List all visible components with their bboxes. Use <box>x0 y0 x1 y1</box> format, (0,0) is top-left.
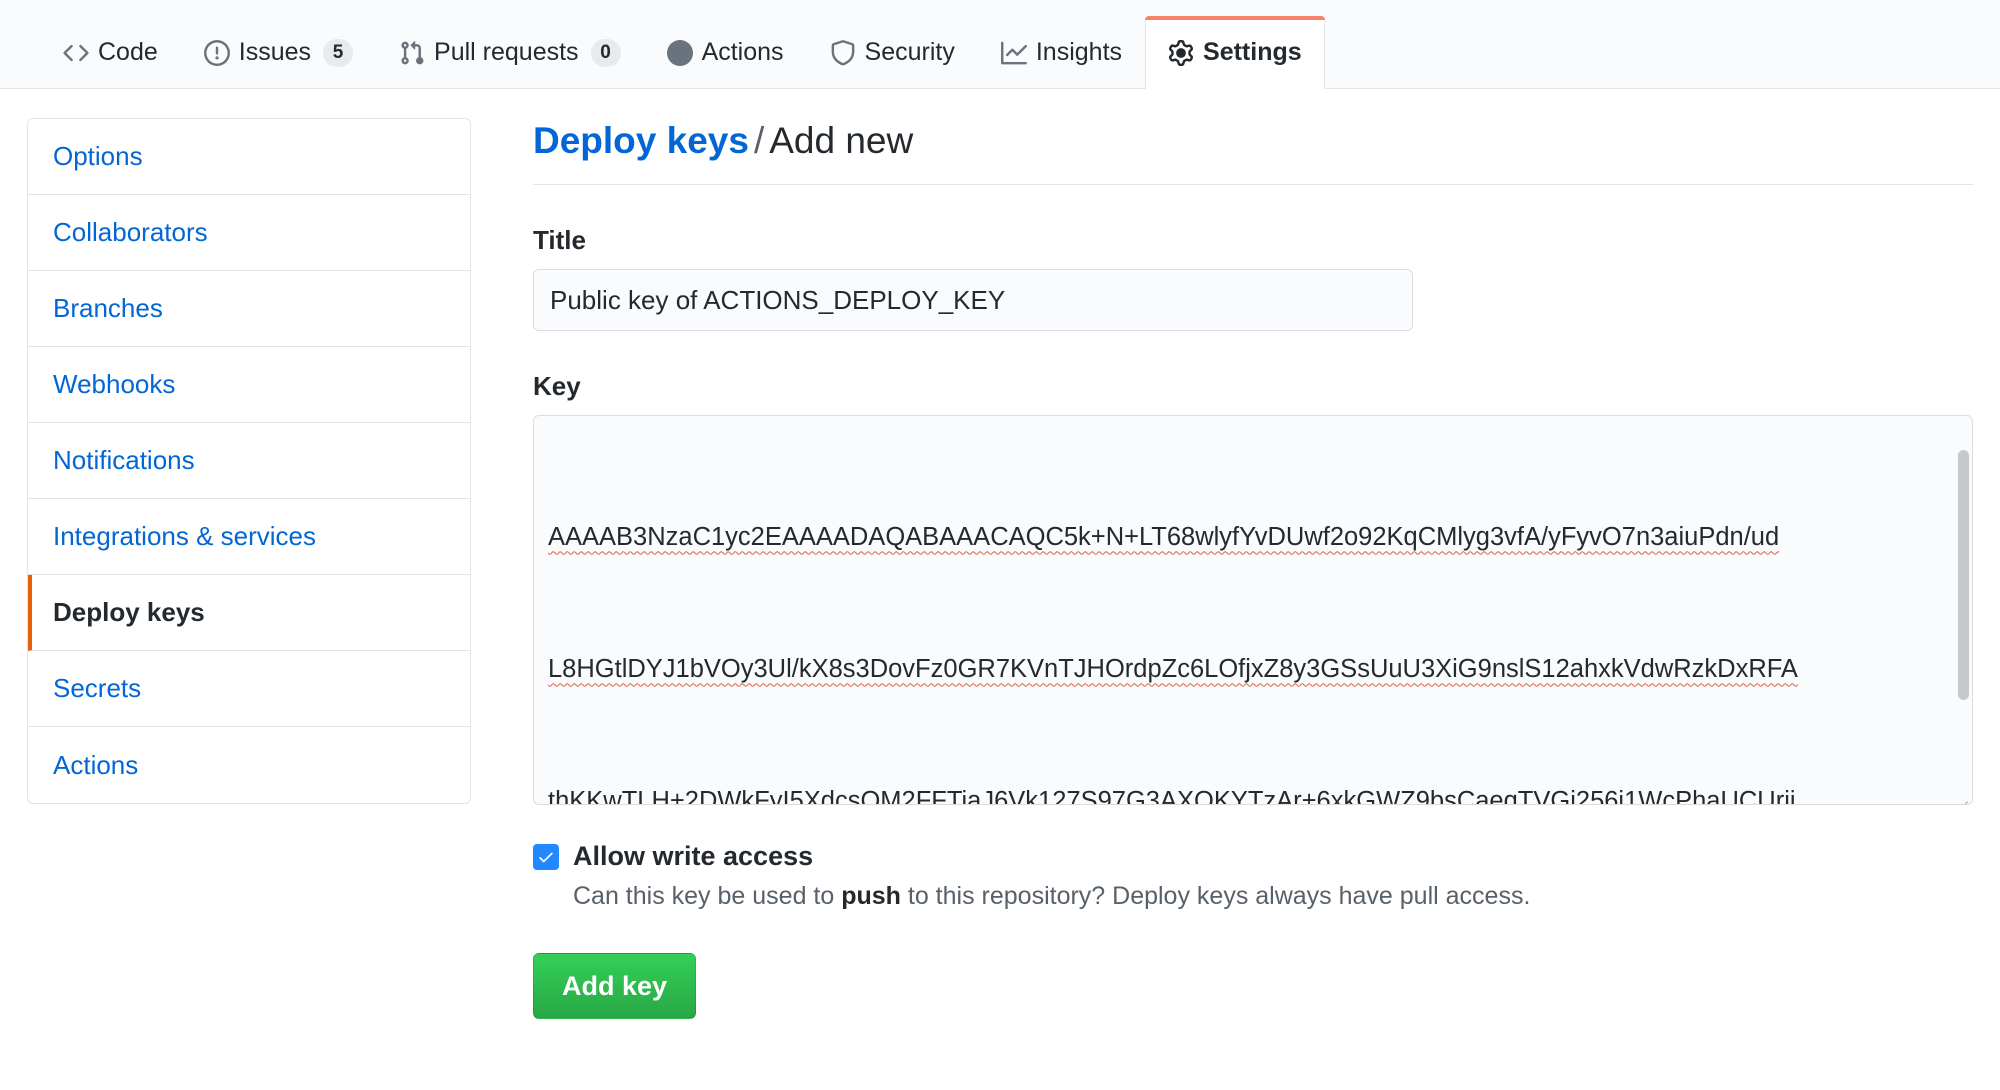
sidebar-item-collaborators[interactable]: Collaborators <box>28 195 470 271</box>
key-textarea[interactable]: AAAAB3NzaC1yc2EAAAADAQABAAACAQC5k+N+LT68… <box>533 415 1973 806</box>
tab-label: Issues <box>238 38 312 66</box>
tab-security[interactable]: Security <box>807 16 978 88</box>
graph-icon <box>1000 40 1027 66</box>
tab-insights[interactable]: Insights <box>978 16 1145 88</box>
tab-settings[interactable]: Settings <box>1145 16 1325 89</box>
tab-pull-requests[interactable]: Pull requests 0 <box>376 16 644 88</box>
sidebar-item-webhooks[interactable]: Webhooks <box>28 347 470 423</box>
tab-label: Settings <box>1203 38 1302 66</box>
allow-write-access-label: Allow write access <box>573 841 814 872</box>
tab-label: Code <box>98 38 158 66</box>
title-input[interactable] <box>533 269 1413 332</box>
sidebar-item-label: Branches <box>53 293 163 323</box>
pull-requests-count-badge: 0 <box>590 38 621 67</box>
tab-label: Pull requests <box>434 38 579 66</box>
repository-tab-list: Code Issues 5 Pull requests 0 Actions <box>40 0 1325 89</box>
tab-label: Security <box>864 38 955 66</box>
sidebar-item-label: Notifications <box>53 445 195 475</box>
sidebar-item-label: Actions <box>53 749 139 780</box>
sidebar-item-label: Secrets <box>53 673 142 703</box>
sidebar-item-integrations-services[interactable]: Integrations & services <box>28 499 470 575</box>
key-textarea-scrollbar[interactable] <box>1956 418 1970 802</box>
sidebar-item-deploy-keys[interactable]: Deploy keys <box>28 575 470 651</box>
play-icon <box>666 39 693 66</box>
sidebar-item-secrets[interactable]: Secrets <box>28 651 470 727</box>
allow-write-access-help: Can this key be used to push to this rep… <box>573 882 1973 911</box>
git-pull-request-icon <box>399 40 425 66</box>
textarea-resize-handle[interactable] <box>1950 782 1970 805</box>
sidebar-item-label: Webhooks <box>53 369 176 399</box>
sidebar-item-label: Deploy keys <box>53 597 205 627</box>
key-textarea-content: AAAAB3NzaC1yc2EAAAADAQABAAACAQC5k+N+LT68… <box>548 427 1928 806</box>
settings-sidebar: Options Collaborators Branches Webhooks … <box>27 118 471 804</box>
help-bold-push: push <box>841 882 901 911</box>
tab-code[interactable]: Code <box>40 16 181 88</box>
add-key-button[interactable]: Add key <box>533 953 697 1020</box>
issues-count-badge: 5 <box>323 38 354 67</box>
shield-icon <box>830 39 856 66</box>
code-icon <box>63 40 89 66</box>
sidebar-item-label: Integrations & services <box>53 521 317 551</box>
help-prefix: Can this key be used to <box>573 882 842 911</box>
repository-nav-bar: Code Issues 5 Pull requests 0 Actions <box>0 0 2000 89</box>
tab-label: Insights <box>1035 38 1123 66</box>
help-suffix: to this repository? Deploy keys always h… <box>900 882 1531 911</box>
sidebar-item-branches[interactable]: Branches <box>28 271 470 347</box>
tab-label: Actions <box>701 38 784 66</box>
main-content: Deploy keys/Add new Title Key AAAAB3NzaC… <box>533 118 1973 1020</box>
tab-actions[interactable]: Actions <box>644 16 807 88</box>
gear-icon <box>1168 39 1194 66</box>
tab-issues[interactable]: Issues 5 <box>181 16 376 88</box>
allow-write-access-checkbox[interactable] <box>533 843 559 870</box>
sidebar-item-actions[interactable]: Actions <box>28 727 470 803</box>
breadcrumb-link-deploy-keys[interactable]: Deploy keys <box>533 120 749 161</box>
key-field-label: Key <box>533 371 581 402</box>
title-field-label: Title <box>533 225 586 256</box>
breadcrumb-separator: / <box>753 120 765 161</box>
key-line: L8HGtlDYJ1bVOy3Ul/kX8s3DovFz0GR7KVnTJHOr… <box>548 655 1798 684</box>
key-line: thKKwTLH+2DWkFyI5XdcsQM2FFTiaJ6Vk127S97G… <box>548 787 1796 806</box>
scrollbar-thumb[interactable] <box>1958 450 1969 701</box>
sidebar-item-label: Options <box>53 141 143 171</box>
sidebar-item-label: Collaborators <box>53 217 208 247</box>
breadcrumb-current: Add new <box>769 120 914 161</box>
allow-write-access-row[interactable]: Allow write access <box>533 841 1973 872</box>
breadcrumb: Deploy keys/Add new <box>533 118 1973 186</box>
sidebar-item-notifications[interactable]: Notifications <box>28 423 470 499</box>
key-line: AAAAB3NzaC1yc2EAAAADAQABAAACAQC5k+N+LT68… <box>548 523 1780 552</box>
sidebar-item-options[interactable]: Options <box>28 119 470 195</box>
issue-opened-icon <box>203 39 230 66</box>
